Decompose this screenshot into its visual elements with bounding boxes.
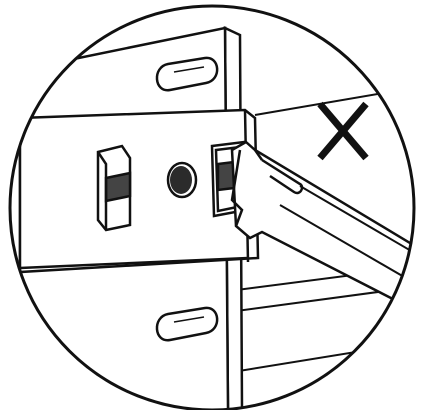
screwdriver-tip	[230, 149, 244, 227]
detail-circle-frame	[8, 4, 416, 410]
screwdriver-shaft	[230, 140, 414, 321]
upper-slot-inner	[173, 66, 205, 73]
bracket-lower-lip	[19, 256, 249, 270]
cross-icon	[317, 101, 369, 161]
latch-tab	[96, 144, 132, 232]
upper-slot	[155, 56, 219, 92]
hole-shadow	[170, 166, 192, 194]
center-hole	[166, 161, 198, 199]
latch-tab-edge	[96, 151, 108, 230]
screwdriver-edge	[253, 149, 264, 161]
screwdriver-bevel	[261, 158, 304, 195]
latch-window-band	[216, 160, 236, 192]
detail-content	[18, 26, 414, 410]
rail-right-edge	[254, 84, 414, 116]
plate-slots	[155, 56, 219, 342]
latch-tab-band	[104, 171, 132, 203]
cross-stroke-b	[317, 101, 369, 161]
lower-slot-inner	[173, 316, 205, 323]
screwdriver-icon	[230, 140, 414, 321]
lower-slot	[155, 306, 219, 342]
